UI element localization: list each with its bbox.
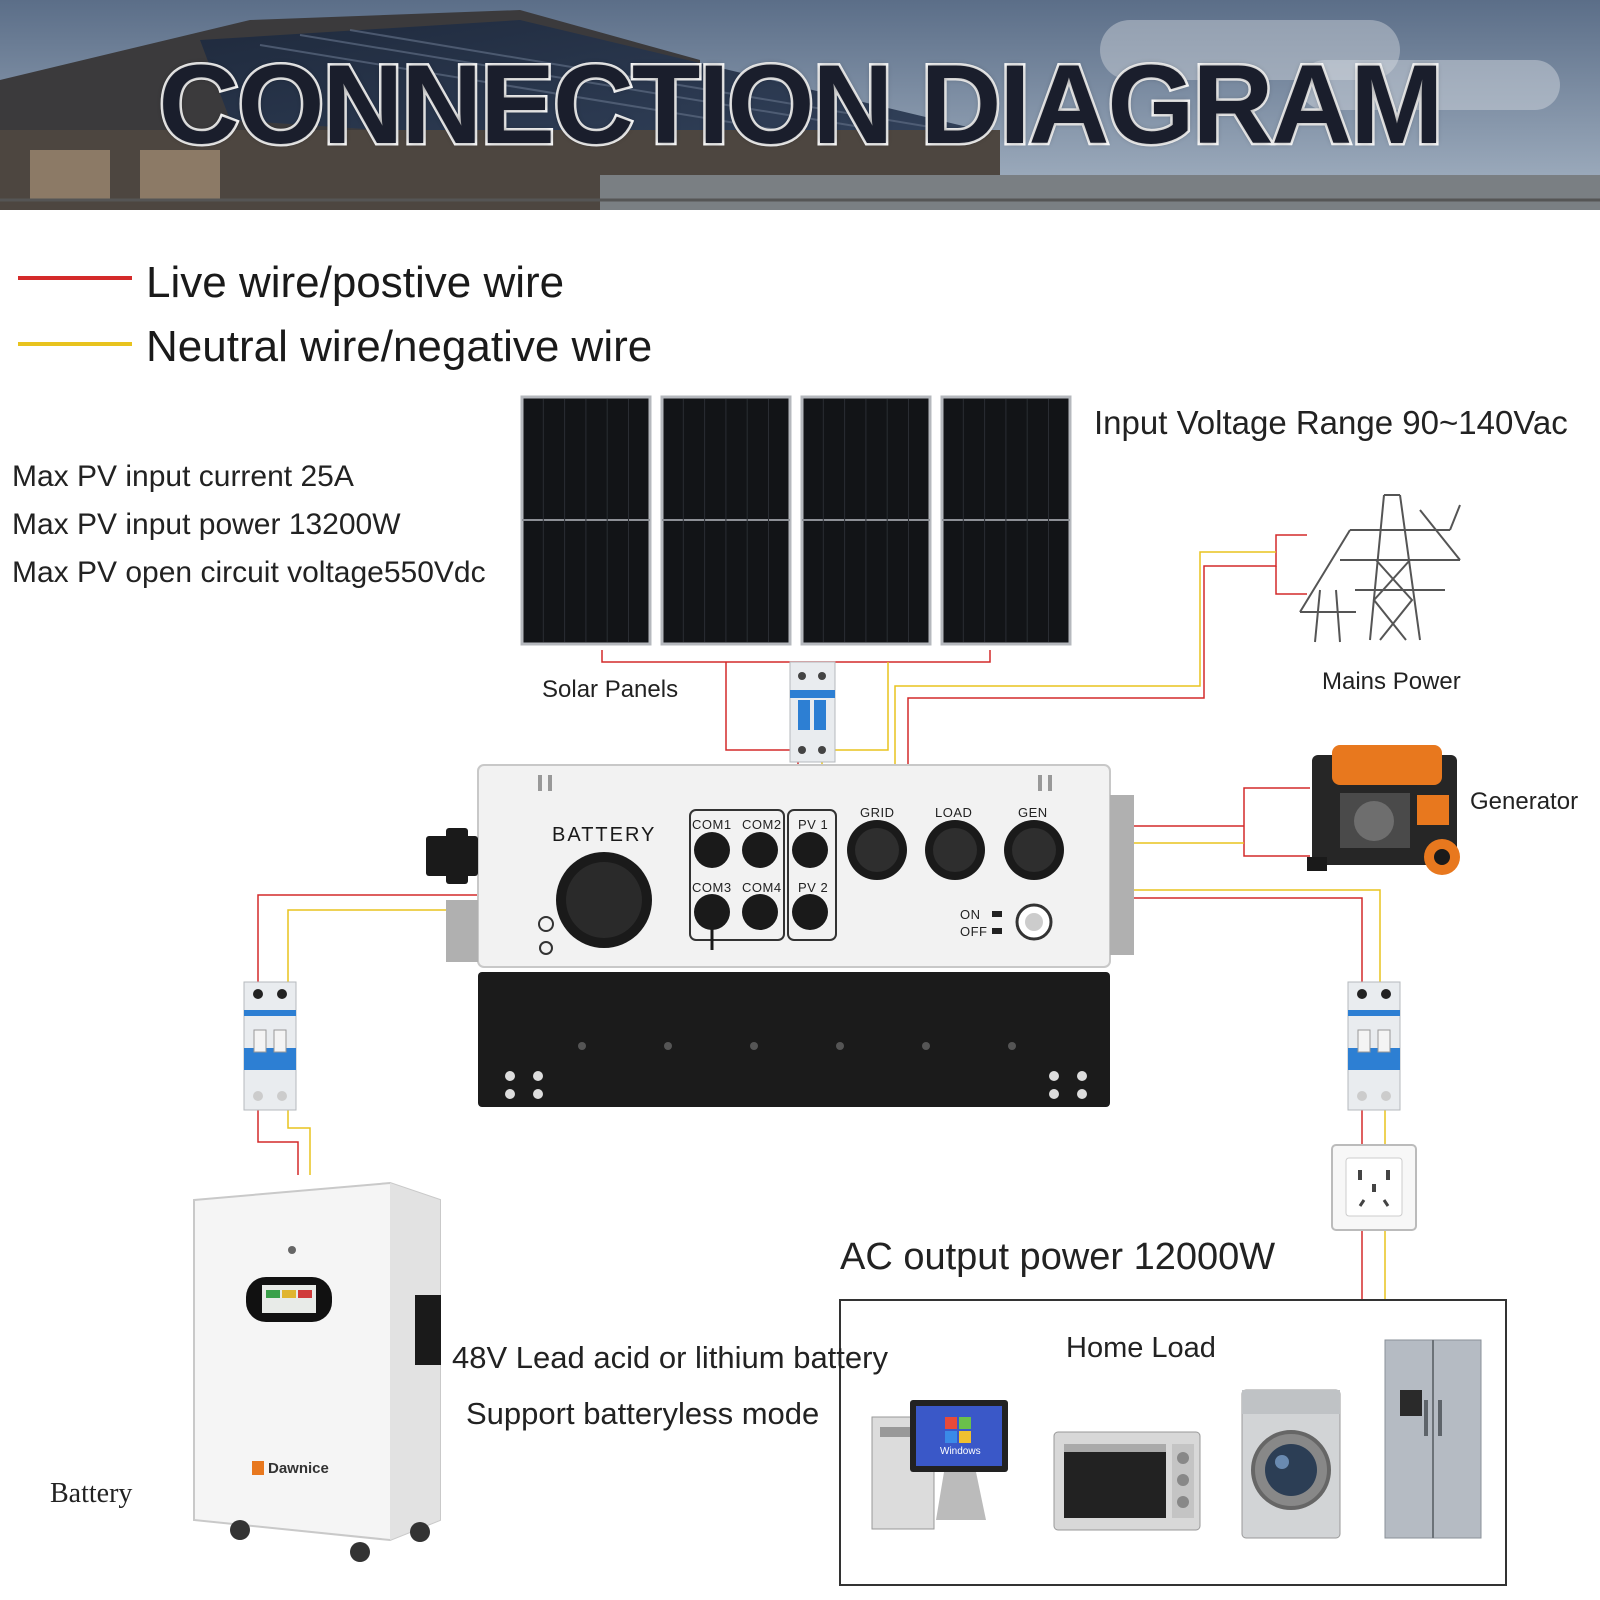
spec-pv-voc-unit: Vdc — [433, 556, 486, 589]
spec-pv-voc: Max PV open circuit voltage550Vdc — [12, 556, 486, 590]
page-title: CONNECTION DIAGRAM — [156, 40, 1446, 170]
ac-output-unit: W — [1239, 1236, 1276, 1278]
com3-label: COM3 — [692, 880, 732, 895]
battery-cabinet-icon — [193, 1181, 441, 1562]
spec-pv-current-unit: A — [333, 460, 354, 493]
gen-label: GEN — [1018, 805, 1048, 820]
battery-brand: Dawnice — [268, 1460, 329, 1477]
header-banner: CONNECTION DIAGRAM — [0, 0, 1600, 210]
batteryless-mode: Support batteryless mode — [466, 1396, 820, 1431]
battery-port-label: BATTERY — [552, 824, 657, 846]
breaker-icon — [243, 981, 297, 1111]
spec-pv-power-value: 13200 — [288, 508, 373, 541]
ac-output-power: AC output power 12000W — [840, 1236, 1275, 1279]
breaker-icon — [1347, 981, 1401, 1111]
washing-machine-icon — [1241, 1389, 1341, 1539]
home-load-label: Home Load — [1066, 1332, 1216, 1364]
load-label: LOAD — [935, 805, 973, 820]
battery-voltage-text: V Lead acid or lithium battery — [486, 1340, 888, 1375]
mains-power-label: Mains Power — [1322, 668, 1461, 695]
input-voltage-label: Input Voltage Range — [1094, 404, 1394, 441]
spec-pv-power-unit: W — [372, 508, 401, 541]
ac-output-value: 12000 — [1133, 1236, 1240, 1278]
input-voltage-range: Input Voltage Range 90~140Vac — [1094, 404, 1568, 442]
pv2-label: PV 2 — [798, 880, 829, 895]
pv1-label: PV 1 — [798, 817, 829, 832]
outlet-icon — [1331, 1144, 1417, 1231]
computer-icon — [871, 1400, 1008, 1530]
battery-voltage-value: 48 — [452, 1340, 487, 1375]
monitor-os-label: Windows — [940, 1446, 981, 1457]
spec-pv-current-value: 25 — [300, 460, 334, 493]
input-voltage-value: 90~140 — [1402, 404, 1514, 441]
inverter-unit — [426, 764, 1134, 1107]
spec-pv-power-label: Max PV input power — [12, 508, 281, 541]
input-voltage-unit: Vac — [1513, 404, 1568, 441]
com4-label: COM4 — [742, 880, 782, 895]
com1-label: COM1 — [692, 817, 732, 832]
house-photo-icon — [0, 0, 1600, 210]
off-label: OFF — [960, 924, 988, 939]
legend-live-label: Live wire/postive wire — [146, 258, 565, 307]
grid-label: GRID — [860, 805, 895, 820]
refrigerator-icon — [1384, 1339, 1482, 1539]
spec-pv-voc-value: 550 — [383, 556, 434, 589]
on-label: ON — [960, 907, 981, 922]
solar-panels-label: Solar Panels — [542, 676, 679, 703]
solar-panel-icon — [520, 395, 1072, 646]
legend-neutral-label: Neutral wire/negative wire — [146, 322, 653, 371]
breaker-icon — [789, 661, 836, 763]
spec-pv-power: Max PV input power 13200W — [12, 508, 401, 542]
home-load-box — [839, 1299, 1507, 1586]
com2-label: COM2 — [742, 817, 782, 832]
spec-pv-current: Max PV input current 25A — [12, 460, 354, 494]
battery-voltage: 48V Lead acid or lithium battery — [452, 1340, 888, 1376]
power-tower-icon — [1299, 494, 1461, 643]
oven-icon — [1053, 1431, 1201, 1531]
ac-output-label: AC output power — [840, 1236, 1124, 1278]
battery-label: Battery — [50, 1478, 133, 1509]
spec-pv-voc-label: Max PV open circuit voltage — [12, 556, 384, 589]
generator-label: Generator — [1470, 788, 1579, 815]
spec-pv-current-label: Max PV input current — [12, 460, 293, 493]
generator-icon — [1307, 745, 1460, 875]
